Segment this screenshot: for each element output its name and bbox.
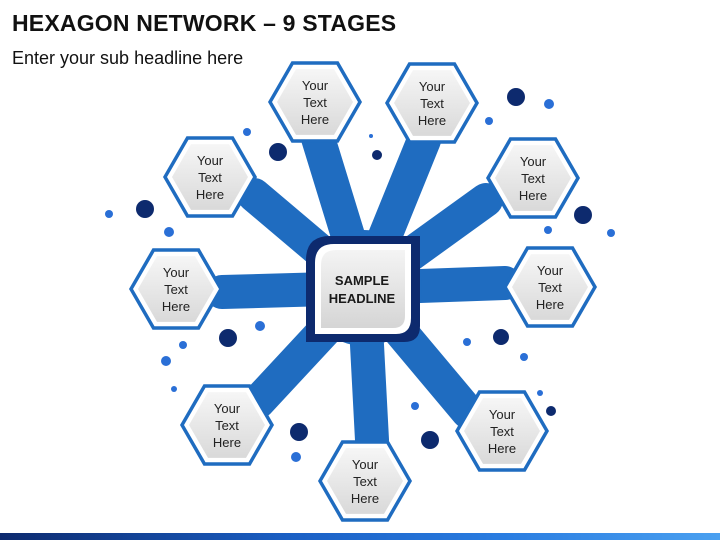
hexagon-panel — [464, 398, 540, 464]
hexagon-panel — [189, 392, 265, 458]
stage-text-line: Text — [490, 424, 514, 439]
stage-text-line: Your — [214, 401, 241, 416]
center-panel — [321, 250, 405, 328]
stage-text-line: Here — [351, 491, 379, 506]
center-node: SAMPLE HEADLINE — [306, 236, 420, 342]
stage-text-line: Your — [419, 79, 446, 94]
stage-text-line: Your — [302, 78, 329, 93]
stage-text-line: Your — [352, 457, 379, 472]
center-headline-line-2: HEADLINE — [329, 291, 396, 306]
hexagon-panel — [277, 69, 353, 135]
decorative-dot — [544, 226, 552, 234]
stage-text-line: Text — [420, 96, 444, 111]
decorative-dot — [607, 229, 615, 237]
decorative-dot — [136, 200, 154, 218]
stage-text-line: Text — [303, 95, 327, 110]
stage-text-line: Your — [520, 154, 547, 169]
stage-text-line: Your — [489, 407, 516, 422]
stage-text-line: Here — [162, 299, 190, 314]
decorative-dot — [493, 329, 509, 345]
stage-text-line: Your — [197, 153, 224, 168]
decorative-dot — [219, 329, 237, 347]
hexagon-panel — [138, 256, 214, 322]
decorative-dot — [105, 210, 113, 218]
stage-text-line: Here — [519, 188, 547, 203]
decorative-dot — [369, 134, 373, 138]
decorative-dot — [372, 150, 382, 160]
stage-text-line: Text — [198, 170, 222, 185]
decorative-dot — [485, 117, 493, 125]
center-headline-line-1: SAMPLE — [335, 273, 390, 288]
hexagon-panel — [394, 70, 470, 136]
page-title: HEXAGON NETWORK – 9 STAGES — [12, 10, 397, 36]
decorative-dot — [291, 452, 301, 462]
stage-text-line: Your — [163, 265, 190, 280]
hexagon-panel — [512, 254, 588, 320]
stage-text-line: Your — [537, 263, 564, 278]
stage-text-line: Text — [164, 282, 188, 297]
decorative-dot — [411, 402, 419, 410]
decorative-dot — [544, 99, 554, 109]
bottom-accent-bar — [0, 533, 720, 540]
page-subtitle: Enter your sub headline here — [12, 48, 244, 68]
hexagon-panel — [495, 145, 571, 211]
decorative-dot — [255, 321, 265, 331]
decorative-dots — [105, 88, 615, 462]
hexagon-panel — [172, 144, 248, 210]
stage-text-line: Here — [213, 435, 241, 450]
stage-text-line: Text — [521, 171, 545, 186]
decorative-dot — [574, 206, 592, 224]
stage-text-line: Text — [353, 474, 377, 489]
decorative-dot — [269, 143, 287, 161]
decorative-dot — [421, 431, 439, 449]
decorative-dot — [164, 227, 174, 237]
stage-text-line: Here — [301, 112, 329, 127]
decorative-dot — [179, 341, 187, 349]
decorative-dot — [243, 128, 251, 136]
decorative-dot — [546, 406, 556, 416]
stage-text-line: Text — [215, 418, 239, 433]
hexagon-panel — [327, 448, 403, 514]
decorative-dot — [520, 353, 528, 361]
stage-text-line: Here — [488, 441, 516, 456]
decorative-dot — [537, 390, 543, 396]
stage-text-line: Here — [196, 187, 224, 202]
stage-text-line: Text — [538, 280, 562, 295]
stage-text-line: Here — [536, 297, 564, 312]
decorative-dot — [171, 386, 177, 392]
decorative-dot — [290, 423, 308, 441]
decorative-dot — [463, 338, 471, 346]
decorative-dot — [161, 356, 171, 366]
decorative-dot — [507, 88, 525, 106]
stage-hexagons: YourTextHereYourTextHereYourTextHereYour… — [129, 61, 597, 522]
stage-text-line: Here — [418, 113, 446, 128]
